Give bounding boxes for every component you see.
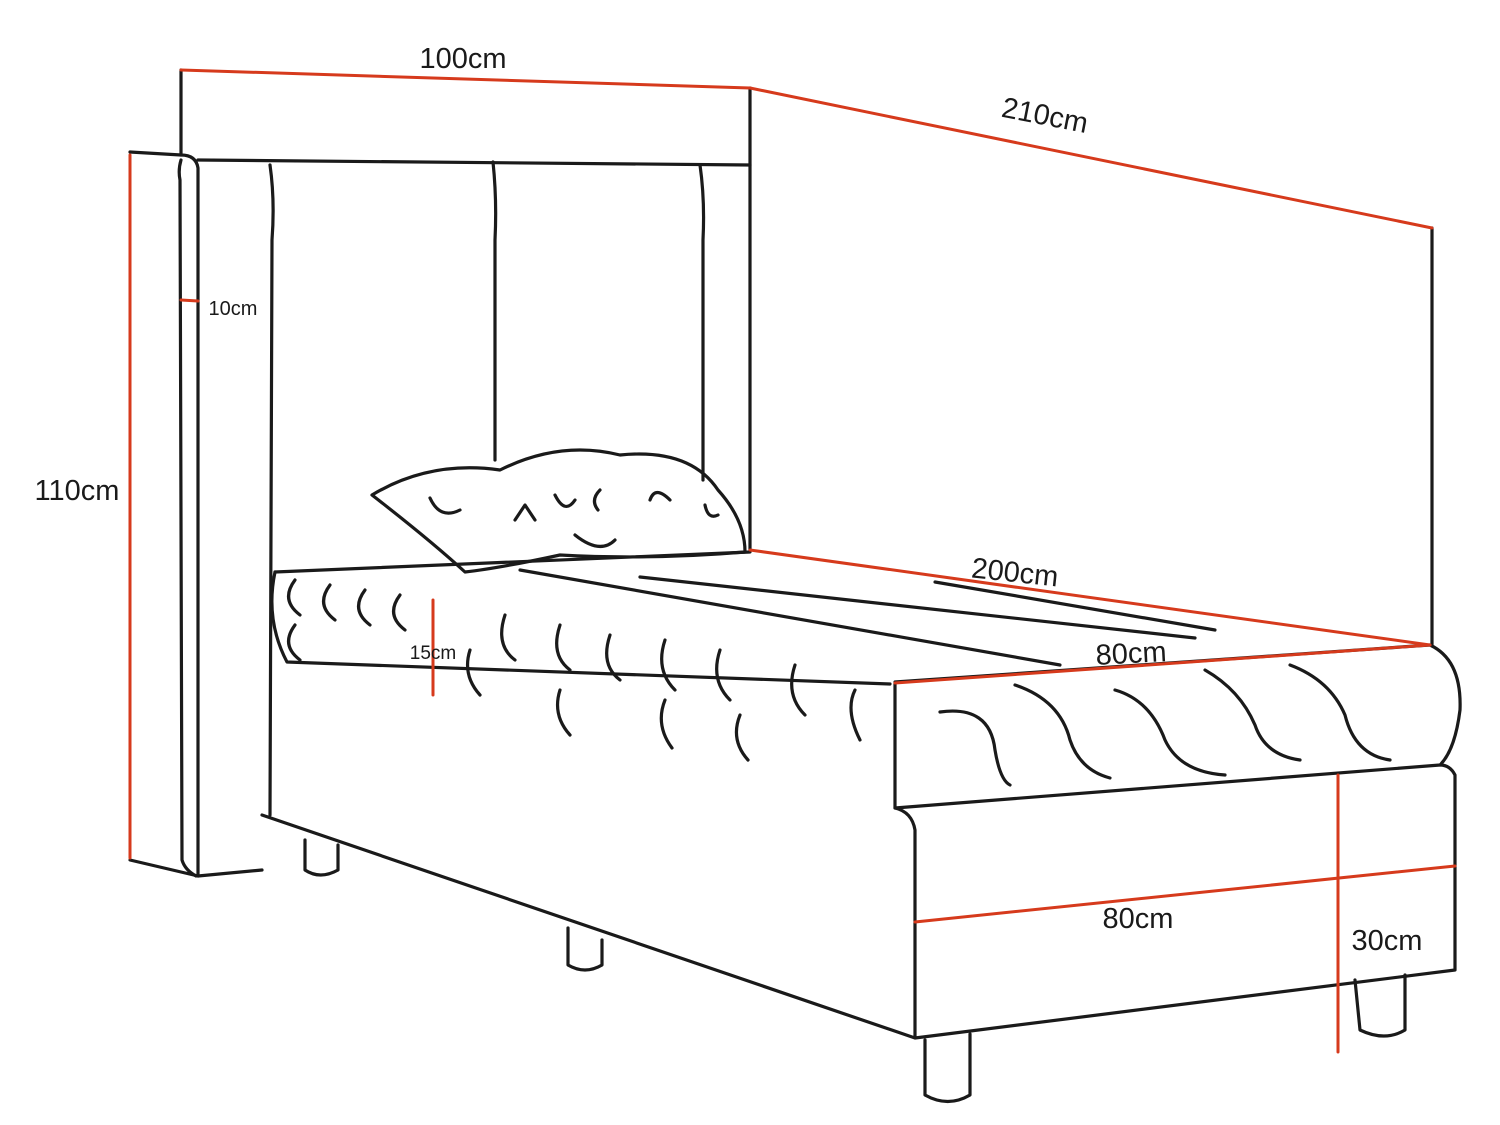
- label-mattress-length: 200cm: [970, 553, 1060, 594]
- headboard: [128, 68, 1434, 878]
- label-mattress-width: 80cm: [1095, 636, 1167, 672]
- dimension-lines: [128, 68, 1457, 1054]
- label-headboard-height: 110cm: [35, 475, 120, 507]
- label-mattress-height: 15cm: [410, 643, 456, 664]
- pillow: [370, 448, 747, 574]
- label-headboard-thickness: 10cm: [209, 298, 258, 320]
- label-total-length: 210cm: [999, 92, 1091, 140]
- label-base-height: 30cm: [1352, 925, 1423, 957]
- label-headboard-width: 100cm: [419, 43, 506, 75]
- bed-base: [260, 763, 1457, 1104]
- label-base-width: 80cm: [1103, 903, 1174, 935]
- mattress: [270, 550, 1462, 810]
